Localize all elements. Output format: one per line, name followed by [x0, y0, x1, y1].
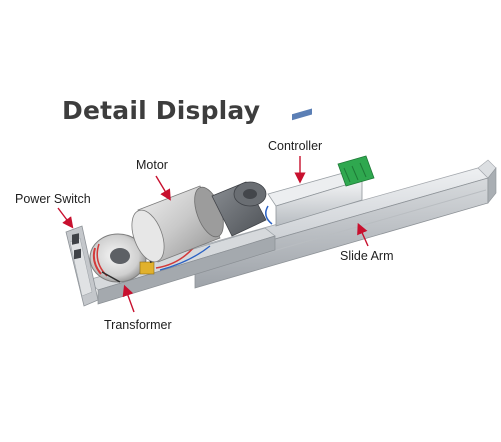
gearbox	[211, 181, 267, 237]
power-switch-arrow	[57, 207, 74, 229]
motor-label: Motor	[136, 158, 168, 172]
transformer-label: Transformer	[104, 318, 172, 332]
motor-arrow	[155, 175, 171, 201]
transformer-arrow	[122, 284, 135, 313]
controller-label: Controller	[268, 139, 323, 153]
power-switch-plate	[65, 225, 99, 307]
transformer	[89, 233, 155, 283]
slide-arm-label: Slide Arm	[340, 249, 394, 263]
page-title: Detail Display	[62, 96, 261, 125]
controller-unit	[265, 108, 375, 227]
slide-arm-arrow	[357, 222, 369, 247]
motor	[131, 185, 224, 263]
power-switch-label: Power Switch	[15, 192, 91, 206]
